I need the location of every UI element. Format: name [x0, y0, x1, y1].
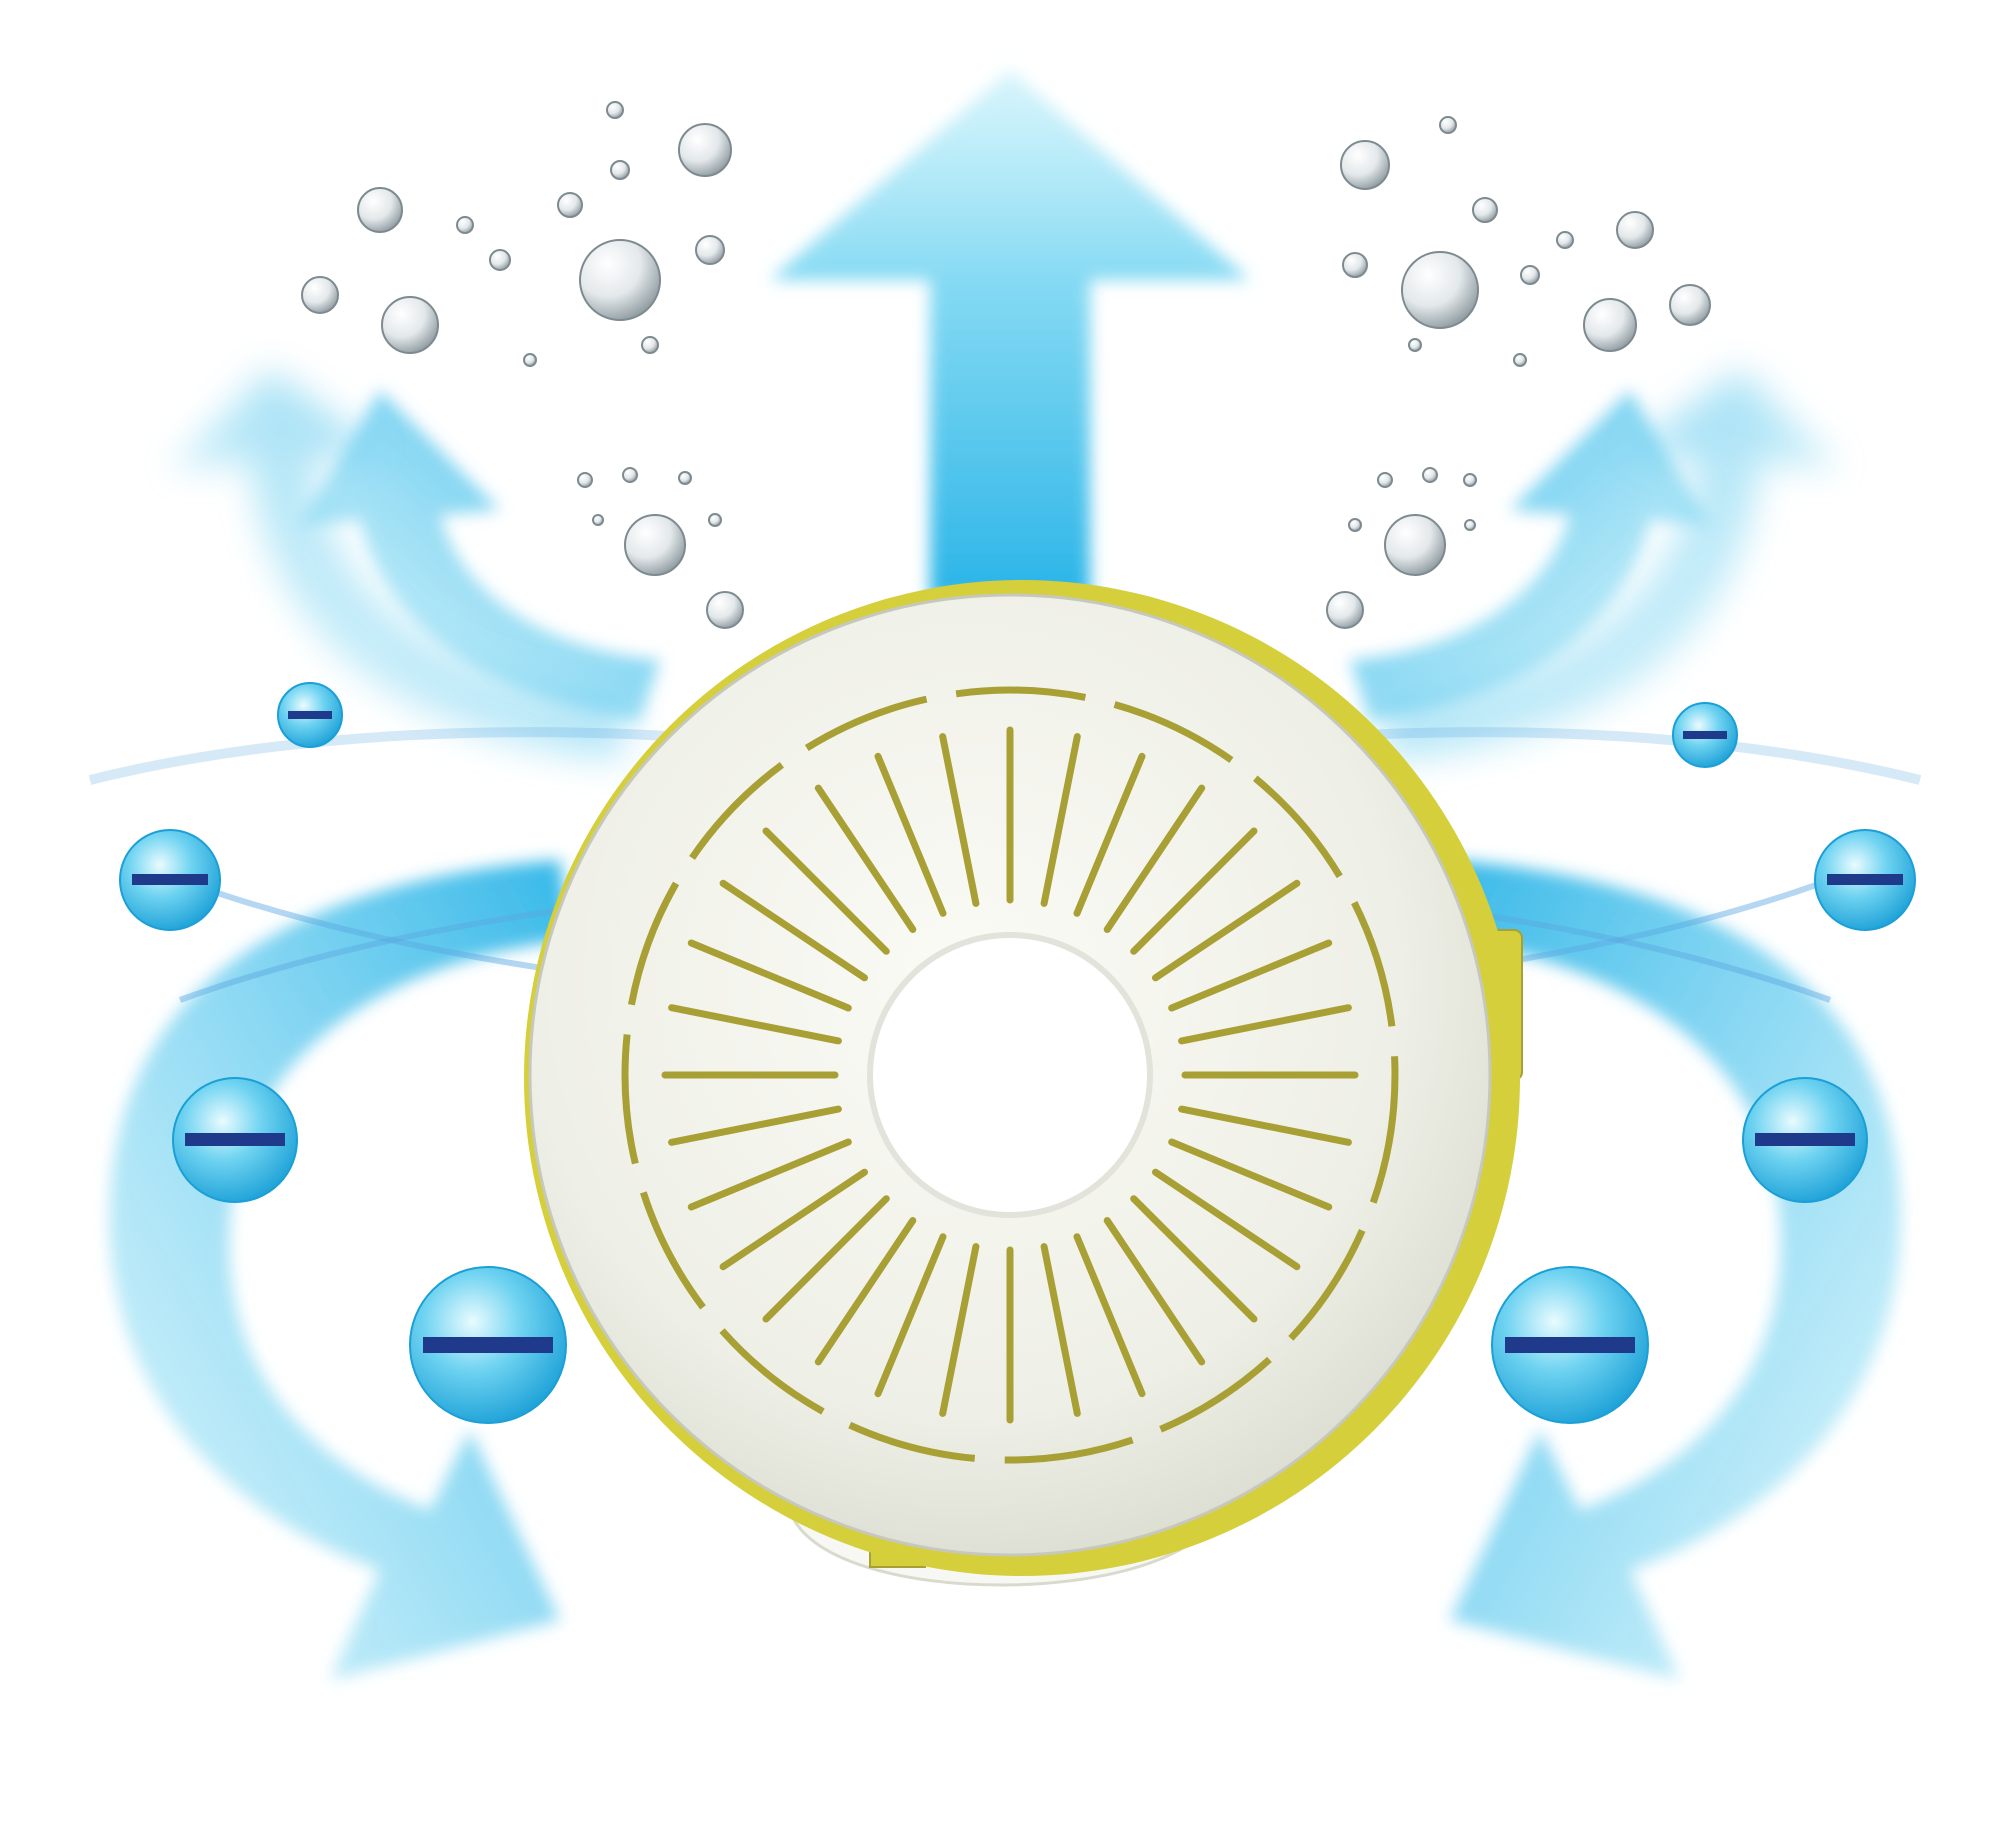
bubble-icon — [623, 468, 637, 482]
bubble-icon — [1385, 515, 1445, 575]
bubble-icon — [1465, 520, 1475, 530]
negative-ion-icon — [1743, 1078, 1867, 1202]
bubble-icon — [302, 277, 338, 313]
bubble-icon — [1473, 198, 1497, 222]
bubble-icon — [1464, 474, 1476, 486]
bubble-icon — [1584, 299, 1636, 351]
negative-ion-icon — [410, 1267, 566, 1423]
bubble-icon — [382, 297, 438, 353]
bubble-icon — [524, 354, 536, 366]
negative-ion-icon — [1815, 830, 1915, 930]
bubble-icon — [578, 473, 592, 487]
bubble-icon — [457, 217, 473, 233]
bubble-icon — [580, 240, 660, 320]
negative-ion-icon — [278, 683, 342, 747]
bubble-icon — [1409, 339, 1421, 351]
bubble-icon — [558, 193, 582, 217]
bubble-icon — [593, 515, 603, 525]
bubble-icon — [642, 337, 658, 353]
bubble-icon — [1341, 141, 1389, 189]
bubble-icon — [1670, 285, 1710, 325]
bubble-icon — [1402, 252, 1478, 328]
bubble-icon — [490, 250, 510, 270]
bubble-icon — [1617, 212, 1653, 248]
bubble-icon — [1557, 232, 1573, 248]
negative-ion-icon — [1673, 703, 1737, 767]
bubble-icon — [1514, 354, 1526, 366]
bubble-icon — [358, 188, 402, 232]
bubble-icon — [1378, 473, 1392, 487]
negative-ion-icon — [120, 830, 220, 930]
bubble-icon — [1423, 468, 1437, 482]
ionizer-device — [524, 580, 1522, 1585]
bubble-icon — [709, 514, 721, 526]
bubble-icon — [1521, 266, 1539, 284]
bubble-icon — [696, 236, 724, 264]
bubble-icon — [679, 124, 731, 176]
negative-ion-icon — [173, 1078, 297, 1202]
airflow-arrow-center — [770, 70, 1250, 600]
bubble-icon — [625, 515, 685, 575]
negative-ion-icon — [1492, 1267, 1648, 1423]
bubble-icon — [1349, 519, 1361, 531]
bubble-icon — [679, 472, 691, 484]
bubble-icon — [707, 592, 743, 628]
bubble-icon — [1343, 253, 1367, 277]
bubble-icon — [611, 161, 629, 179]
bubble-icon — [1327, 592, 1363, 628]
bubble-icon — [607, 102, 623, 118]
bubble-icon — [1440, 117, 1456, 133]
device-center-hole — [870, 935, 1150, 1215]
